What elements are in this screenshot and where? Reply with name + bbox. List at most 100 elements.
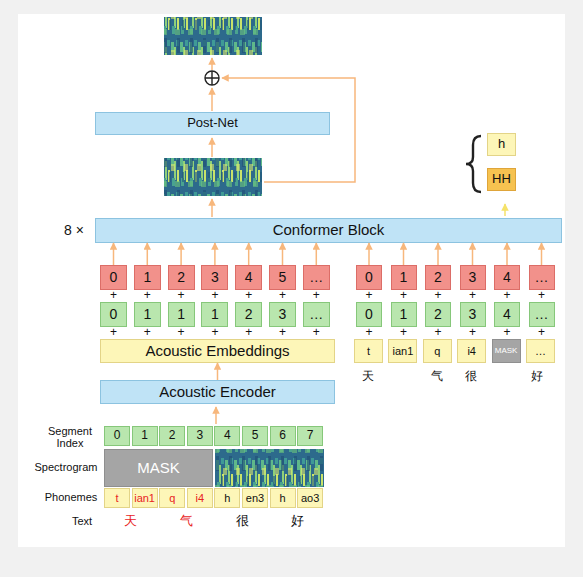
segment-index: 2 [159, 426, 185, 446]
segment-index: … [303, 302, 330, 327]
node-text: 4 [245, 270, 253, 285]
text-char: 天 [124, 514, 137, 528]
position-index: 1 [134, 265, 161, 290]
node-text: 2 [245, 307, 253, 322]
segment-index: 3 [460, 302, 486, 327]
plus-sign: + [538, 289, 545, 302]
plus-sign: + [503, 289, 510, 302]
plus-sign: + [365, 326, 372, 339]
spectrogram-input [215, 449, 324, 487]
node-text: 3 [279, 307, 287, 322]
phoneme-cell: i4 [187, 488, 213, 508]
phoneme-cell: ian1 [132, 488, 158, 508]
node-text: Acoustic Embeddings [145, 343, 289, 360]
segment-index: 0 [104, 426, 130, 446]
add-symbol [205, 71, 219, 85]
node-text: … [535, 270, 549, 285]
phoneme-cell: t [104, 488, 130, 508]
text-char: 好 [291, 514, 304, 528]
node-text: 5 [252, 429, 259, 442]
node-text: 5 [279, 270, 287, 285]
node-text: h [224, 492, 230, 504]
node-text: … [535, 345, 546, 357]
node-text: 3 [469, 307, 477, 322]
node-text: Post-Net [187, 116, 238, 130]
segment-index: 0 [100, 302, 127, 327]
position-index: 4 [235, 265, 262, 290]
plus-sign: + [279, 326, 286, 339]
phoneme-cell: q [159, 488, 185, 508]
spectrogram-output [164, 17, 262, 55]
node-text: MASK [495, 347, 518, 356]
phoneme-cell: ao3 [297, 488, 323, 508]
repeat-count: 8 × [64, 223, 84, 238]
node-text: 4 [503, 307, 511, 322]
plus-sign: + [144, 326, 151, 339]
row-label: Segment Index [43, 425, 97, 449]
node-text: 7 [307, 429, 314, 442]
position-index: … [303, 265, 330, 290]
node-text: ian1 [392, 345, 413, 357]
node-text: h [498, 137, 505, 151]
node-text: ao3 [301, 492, 319, 504]
segment-index: 3 [187, 426, 213, 446]
text-char: 很 [236, 514, 249, 528]
node-text: q [169, 492, 175, 504]
process-box: Acoustic Encoder [100, 380, 335, 404]
node-text: 1 [143, 270, 151, 285]
plus-sign: + [538, 326, 545, 339]
flow-arrow [282, 243, 284, 265]
segment-index: 4 [214, 426, 240, 446]
plus-sign: + [365, 289, 372, 302]
position-index: 2 [425, 265, 451, 290]
phoneme-token: ian1 [388, 339, 417, 363]
node-text: q [434, 345, 440, 357]
node-text: 1 [400, 307, 408, 322]
node-text: HH [492, 172, 511, 186]
plus-sign: + [469, 326, 476, 339]
plus-sign: + [178, 289, 185, 302]
plus-sign: + [245, 289, 252, 302]
phoneme-token: q [423, 339, 452, 363]
plus-sign: + [434, 289, 441, 302]
node-text: 0 [365, 307, 373, 322]
node-text: en3 [246, 492, 264, 504]
flow-arrow [180, 243, 182, 265]
phoneme-token: … [526, 339, 555, 363]
node-text: MASK [137, 460, 180, 477]
flow-arrow [147, 243, 149, 265]
node-text: 0 [365, 270, 373, 285]
node-text: 1 [141, 429, 148, 442]
node-text: … [309, 270, 323, 285]
node-text: i4 [196, 492, 205, 504]
curly-brace [466, 136, 481, 192]
phoneme-token: t [354, 339, 383, 363]
output-token: HH [487, 168, 516, 191]
phoneme-cell: en3 [242, 488, 268, 508]
process-box: Conformer Block [95, 218, 562, 243]
flow-arrow [217, 363, 219, 380]
segment-index: 1 [134, 302, 161, 327]
segment-index: 1 [391, 302, 417, 327]
plus-sign: + [144, 289, 151, 302]
position-index: 3 [460, 265, 486, 290]
flow-arrow [403, 243, 405, 265]
node-text: ian1 [134, 492, 155, 504]
node-text: 2 [177, 270, 185, 285]
segment-index: 7 [297, 426, 323, 446]
segment-index: 1 [201, 302, 228, 327]
segment-index: 3 [269, 302, 296, 327]
flow-arrow [472, 243, 474, 265]
node-text: 3 [196, 429, 203, 442]
node-text: 2 [169, 429, 176, 442]
node-text: 1 [400, 270, 408, 285]
segment-index: 5 [242, 426, 268, 446]
plus-sign: + [211, 289, 218, 302]
node-text: 0 [110, 307, 118, 322]
node-text: t [115, 492, 118, 504]
node-text: … [309, 307, 323, 322]
row-label: Spectrogram [35, 461, 98, 473]
flow-arrow [541, 243, 543, 265]
node-text: 3 [469, 270, 477, 285]
node-text: 0 [110, 270, 118, 285]
